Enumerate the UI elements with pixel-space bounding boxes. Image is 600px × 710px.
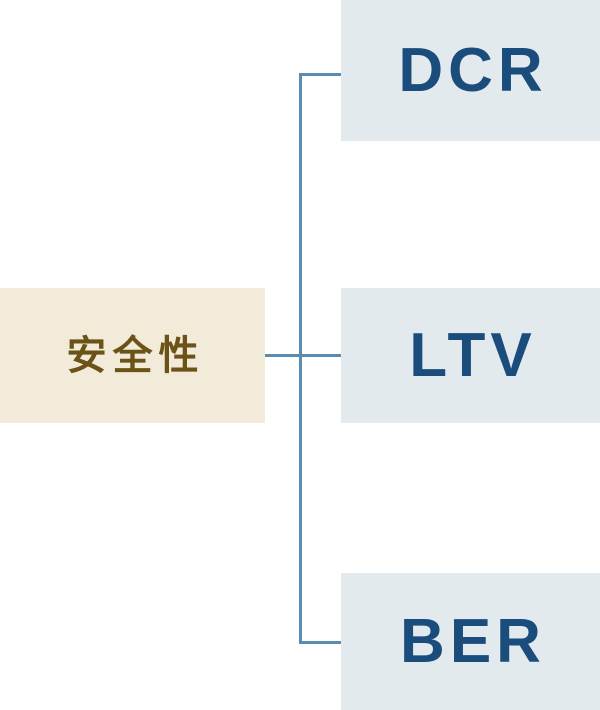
connector-branch-ltv xyxy=(265,354,342,357)
node-child-label-dcr: DCR xyxy=(398,35,548,105)
node-child-ber[interactable]: BER xyxy=(341,573,600,710)
connector-branch-dcr xyxy=(299,73,342,76)
connector-vertical-spine xyxy=(299,73,302,644)
node-root-safety[interactable]: 安全性 xyxy=(0,288,265,423)
node-child-label-ber: BER xyxy=(400,606,546,676)
node-child-ltv[interactable]: LTV xyxy=(341,288,600,423)
node-root-label: 安全性 xyxy=(66,333,205,378)
connector-branch-ber xyxy=(299,641,342,644)
node-child-label-ltv: LTV xyxy=(409,320,537,390)
node-child-dcr[interactable]: DCR xyxy=(341,0,600,141)
